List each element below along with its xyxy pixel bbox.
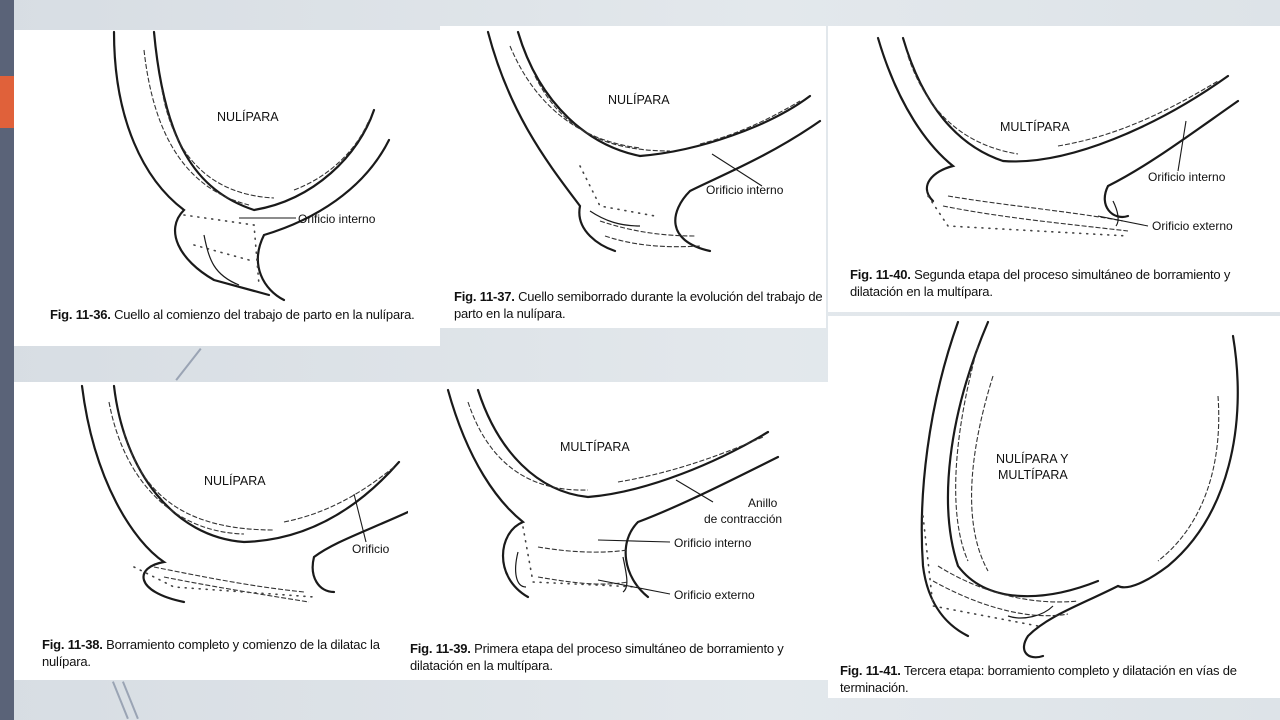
- label-de-contraccion: de contracción: [704, 512, 783, 526]
- figure-11-38-drawing: [80, 384, 408, 604]
- caption-number: Fig. 11-40.: [850, 267, 911, 282]
- figure-11-36: NULÍPARA Orificio interno Fig. 11-36. Cu…: [14, 30, 440, 346]
- label-anillo: Anillo: [748, 496, 778, 510]
- figure-11-40-drawing: [876, 36, 1240, 237]
- figure-11-39-drawing: [446, 388, 780, 599]
- caption-number: Fig. 11-41.: [840, 663, 901, 678]
- figure-title: NULÍPARA Y: [996, 452, 1069, 466]
- slide-left-bar: [0, 0, 14, 720]
- figure-11-38: NULÍPARA Orificio Fig. 11-38. Borramient…: [14, 382, 408, 680]
- figure-11-37-drawing: [486, 30, 822, 253]
- slide-accent-block: [0, 76, 14, 128]
- figure-11-36-drawing: [112, 30, 391, 302]
- figure-title: NULÍPARA: [204, 474, 266, 488]
- caption-text: Cuello al comienzo del trabajo de parto …: [114, 307, 415, 322]
- figure-caption: Fig. 11-38. Borramiento completo y comie…: [42, 636, 408, 670]
- caption-text: Segunda etapa del proceso simultáneo de …: [850, 267, 1231, 299]
- caption-text: Primera etapa del proceso simultáneo de …: [410, 641, 784, 673]
- caption-number: Fig. 11-38.: [42, 637, 103, 652]
- caption-text: Borramiento completo y comienzo de la di…: [42, 637, 380, 669]
- caption-text: Cuello semiborrado durante la evolución …: [454, 289, 823, 321]
- figure-title: MULTÍPARA: [1000, 120, 1070, 134]
- figure-caption: Fig. 11-37. Cuello semiborrado durante l…: [454, 288, 826, 322]
- figure-11-41-drawing: [920, 320, 1239, 659]
- label-orificio-externo: Orificio externo: [674, 588, 755, 602]
- figure-title: NULÍPARA: [608, 93, 670, 107]
- figure-title-line2: MULTÍPARA: [998, 468, 1068, 482]
- label-orificio-interno: Orificio interno: [674, 536, 752, 550]
- label-orificio-interno: Orificio interno: [706, 183, 784, 197]
- figure-title: MULTÍPARA: [560, 440, 630, 454]
- label-orificio: Orificio: [352, 542, 390, 556]
- caption-number: Fig. 11-36.: [50, 307, 111, 322]
- caption-text: Tercera etapa: borramiento completo y di…: [840, 663, 1237, 695]
- figure-title: NULÍPARA: [217, 110, 279, 124]
- figure-11-39: MULTÍPARA Anillo de contracción Orificio…: [408, 382, 828, 680]
- label-orificio-interno: Orificio interno: [298, 212, 376, 226]
- figure-11-41: NULÍPARA Y MULTÍPARA Fig. 11-41. Tercera…: [828, 316, 1280, 698]
- caption-number: Fig. 11-37.: [454, 289, 515, 304]
- figure-caption: Fig. 11-36. Cuello al comienzo del traba…: [50, 306, 440, 323]
- figure-caption: Fig. 11-41. Tercera etapa: borramiento c…: [840, 662, 1270, 696]
- figure-caption: Fig. 11-40. Segunda etapa del proceso si…: [850, 266, 1270, 300]
- caption-number: Fig. 11-39.: [410, 641, 471, 656]
- figure-11-37: NULÍPARA Orificio interno Fig. 11-37. Cu…: [440, 26, 826, 328]
- decorative-line: [175, 348, 202, 381]
- label-orificio-externo: Orificio externo: [1152, 219, 1233, 233]
- figure-caption: Fig. 11-39. Primera etapa del proceso si…: [410, 640, 816, 674]
- figure-11-40: MULTÍPARA Orificio interno Orificio exte…: [828, 26, 1280, 312]
- label-orificio-interno: Orificio interno: [1148, 170, 1226, 184]
